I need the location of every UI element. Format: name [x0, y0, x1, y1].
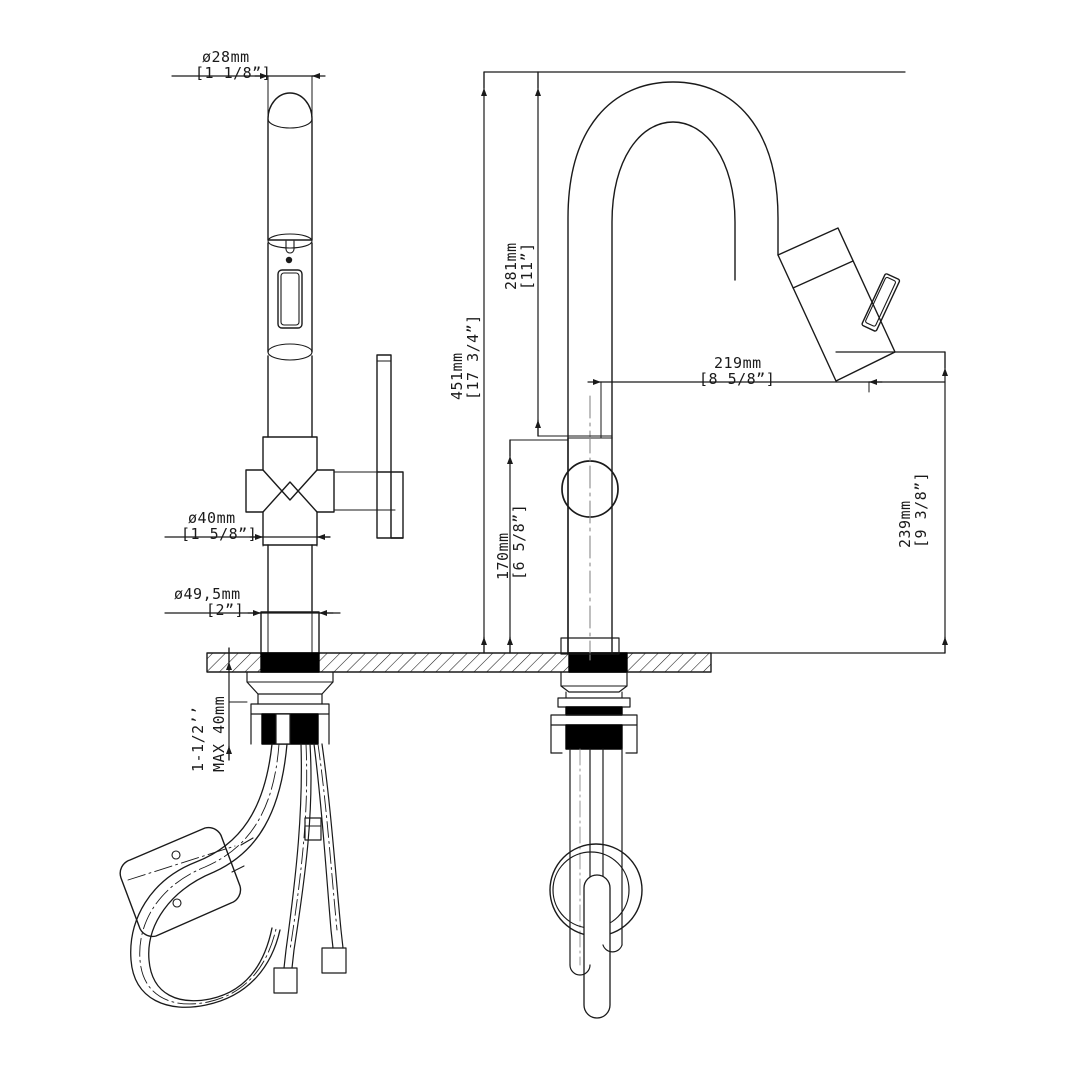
spout-tube-upper: [267, 92, 313, 241]
dim-label-base-diameter-mm: ø49,5mm: [174, 585, 241, 603]
dim-spout-reach: [587, 379, 946, 439]
dim-label-body-height-inch: [6 5/8”]: [510, 504, 528, 580]
deck-cutout-front: [260, 652, 320, 673]
dim-label-body-diameter-mm: ø40mm: [188, 509, 236, 527]
dim-label-spout-tube-diameter-mm: ø28mm: [202, 48, 250, 66]
base-escutcheon: [260, 611, 320, 655]
dim-label-base-diameter-inch: [2”]: [206, 601, 244, 619]
dim-label-spray-head-height-inch: [9 3/8”]: [912, 472, 930, 548]
dim-spray-head-height: [710, 351, 948, 654]
side-view-escutcheon: [560, 637, 620, 655]
spout-neck: [267, 355, 313, 438]
hose-weight-ring: [549, 843, 643, 1019]
dim-label-thread-size: 1-1/2’’: [189, 705, 207, 772]
dim-label-overall-height-mm: 451mm: [448, 352, 466, 400]
hose-connector-clip: [304, 817, 322, 841]
front-view-faucet: [245, 92, 404, 655]
spray-head: [777, 227, 901, 382]
spray-mode-button: [277, 269, 303, 329]
dim-base-diameter: [164, 610, 341, 626]
countertop-deck: [206, 652, 712, 673]
dim-label-max-deck-thickness: MAX 40mm: [210, 696, 228, 772]
spout-outer-profile: [567, 81, 779, 654]
spout-inner-profile: [611, 121, 736, 439]
dim-label-spray-head-height-mm: 239mm: [896, 500, 914, 548]
dim-label-spout-reach-mm: 219mm: [714, 354, 762, 372]
mounting-nut-side: [565, 724, 623, 750]
dim-label-spout-reach-inch: [8 5/8”]: [699, 370, 775, 388]
dim-body-diameter: [164, 534, 331, 547]
tube-section-break-lower: [267, 343, 313, 361]
front-view-supply-lines: [273, 743, 347, 994]
dim-label-overall-height-inch: [17 3/4”]: [464, 314, 482, 400]
faucet-body-column: [267, 544, 313, 613]
dim-label-spout-tube-diameter-inch: [1 1/8”]: [195, 64, 271, 82]
side-view-column: [560, 395, 620, 661]
dim-max-deck-thickness: [226, 647, 252, 761]
dim-spout-tube-diameter: [171, 73, 326, 119]
supply-fitting-right: [321, 947, 347, 974]
dim-spout-height: [535, 71, 613, 437]
spout-tube-lower: [267, 242, 313, 353]
deck-cutout-side: [568, 652, 628, 673]
dimension-labels: ø28mm [1 1/8”] ø40mm [1 5/8”] ø49,5mm [2…: [174, 48, 930, 772]
dim-label-spout-height-mm: 281mm: [502, 242, 520, 290]
lever-handle: [376, 354, 404, 539]
dim-label-body-diameter-inch: [1 5/8”]: [181, 525, 257, 543]
supply-fitting-left: [273, 967, 298, 994]
led-indicator-icon: [285, 256, 293, 264]
dim-label-body-height-mm: 170mm: [494, 532, 512, 580]
side-view-mounting-hardware: [550, 671, 638, 754]
dim-overall-height: [481, 71, 906, 654]
dim-body-height: [507, 439, 569, 654]
pulldown-hose-assembly: [119, 743, 288, 1008]
dim-label-spout-height-inch: [11”]: [518, 242, 536, 290]
hose-weight: [119, 826, 242, 938]
swivel-joint-assembly: [245, 436, 396, 546]
spray-head-button: [861, 273, 901, 332]
side-view-hose-assembly: [549, 748, 643, 1019]
tube-section-break: [267, 233, 313, 254]
front-view-mounting-hardware: [246, 671, 334, 745]
